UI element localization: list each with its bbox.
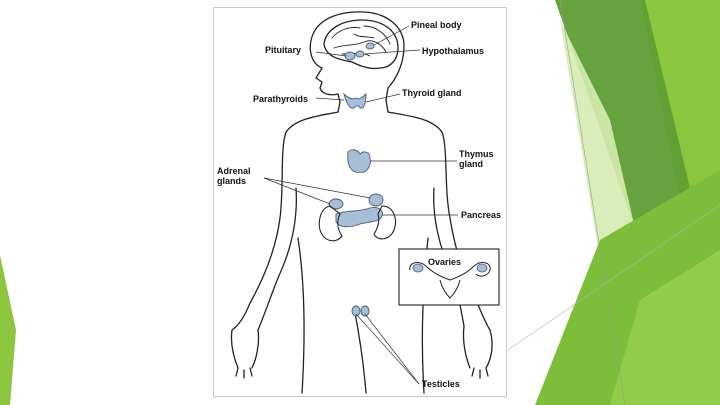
theme-shape-bright-band <box>610 250 720 405</box>
human-body-diagram <box>230 11 500 394</box>
right-hand <box>462 325 493 379</box>
neck-outline <box>337 99 389 113</box>
leader-adrenal-right <box>263 177 371 199</box>
adrenal-gland-right <box>368 193 384 207</box>
adrenal-gland-left <box>328 198 344 210</box>
label-adrenal-glands: Adrenal glands <box>217 166 251 186</box>
pituitary-gland <box>344 51 356 61</box>
label-pituitary: Pituitary <box>265 45 302 55</box>
label-testicles: Testicles <box>422 379 460 389</box>
leader-parathyroids <box>315 97 345 101</box>
uterine-tubes <box>409 262 491 281</box>
torso-right-outline <box>387 111 491 331</box>
theme-shape-bottom-left <box>0 255 16 405</box>
crotch <box>353 307 367 394</box>
leader-thyroid <box>365 93 401 103</box>
ovary-right <box>476 263 488 273</box>
leader-pituitary <box>315 51 347 57</box>
torso-left-outline <box>231 111 339 331</box>
left-arm-inner <box>257 187 298 331</box>
left-hip <box>297 237 305 394</box>
pineal-body-gland <box>365 42 375 50</box>
leader-hypothalamus <box>363 49 421 55</box>
testicle-right <box>360 305 370 317</box>
leader-adrenal-left <box>263 177 331 205</box>
leader-testicle-left <box>355 313 420 385</box>
ovaries-inset <box>398 248 500 306</box>
hypothalamus-gland <box>355 50 365 58</box>
head-outline <box>309 11 405 101</box>
theme-shape-light-band <box>560 20 640 260</box>
uterus <box>439 279 461 299</box>
endocrine-system-figure: Pineal body Pituitary Hypothalamus Parat… <box>213 7 507 397</box>
ovaries-inset-box <box>398 248 500 306</box>
thymus-gland <box>347 149 371 173</box>
leader-pineal-body <box>373 25 410 46</box>
label-pancreas: Pancreas <box>461 210 502 220</box>
label-thyroid-gland: Thyroid gland <box>402 88 462 98</box>
face-outline <box>315 67 341 103</box>
thyroid-gland <box>343 92 367 109</box>
brain-outline <box>323 19 399 70</box>
testicle-left <box>351 305 361 317</box>
label-thymus-gland: Thymus gland <box>459 149 494 169</box>
label-pineal-body: Pineal body <box>411 20 462 30</box>
pancreas-gland <box>335 207 383 228</box>
brain-folds <box>331 25 391 57</box>
label-parathyroids: Parathyroids <box>253 94 309 104</box>
label-hypothalamus: Hypothalamus <box>422 46 485 56</box>
theme-thin-line-2 <box>559 0 626 405</box>
leader-testicle-right <box>364 313 420 385</box>
theme-thin-line-1 <box>507 204 720 351</box>
left-hand <box>230 329 260 379</box>
kidney-left <box>318 205 343 242</box>
ovary-left <box>412 263 424 273</box>
label-ovaries: Ovaries <box>428 257 462 267</box>
